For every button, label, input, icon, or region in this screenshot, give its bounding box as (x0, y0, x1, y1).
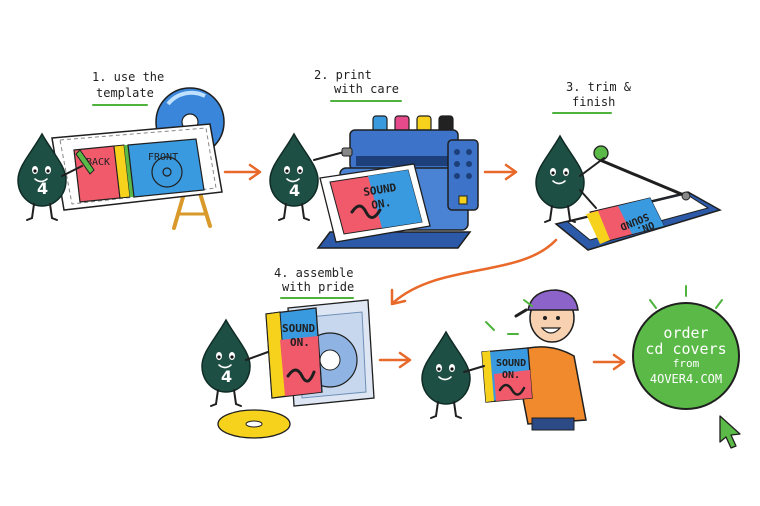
step-3-underline (552, 112, 612, 114)
step-4-label-line2: with pride (282, 280, 355, 294)
step-2-label-line2: with care (334, 82, 400, 96)
step-2-illustration: SOUND ON. 4 (269, 115, 479, 249)
mascot-digit: 4 (37, 179, 48, 198)
print-cover-title-1: SOUND (362, 181, 397, 199)
cta-line2: cd covers (645, 340, 727, 358)
mascot-digit: 4 (289, 181, 300, 200)
mascot-digit: 4 (221, 367, 232, 386)
template-front-text: FRONT (148, 152, 178, 163)
handoff-cover-title-2: ON. (502, 370, 520, 381)
arrow-right-icon (483, 163, 518, 181)
cta-line3: from (672, 357, 700, 370)
cta-url: 4OVER4.COM (649, 372, 723, 386)
step-3-label-line1: 3. trim & (566, 80, 632, 94)
step-4-underline (280, 297, 354, 299)
assemble-cover-title-2: ON. (290, 336, 310, 349)
step-3-label-line2: finish (572, 95, 616, 109)
order-cta-button[interactable]: order cd covers from 4OVER4.COM (632, 302, 740, 410)
arrow-right-icon (223, 163, 262, 181)
arrow-right-icon (378, 351, 412, 369)
template-back-text: BACK (86, 157, 110, 168)
cta-sparkles (649, 285, 723, 309)
mascot-drop-icon: 4 (17, 133, 67, 221)
step-4-label-line1: 4. assemble (274, 266, 354, 280)
step-1-label-line2: template (96, 86, 154, 100)
step-1-label-line1: 1. use the (92, 70, 165, 84)
step-5-illustration: SOUND ON. (421, 289, 587, 431)
step-3-illustration: SOUND ON. (535, 135, 722, 251)
cd-disc-icon (217, 409, 291, 439)
curved-arrow-icon (390, 238, 558, 306)
step-4-illustration: SOUND ON. 4 (201, 299, 375, 439)
person-icon (505, 289, 587, 431)
mascot-drop-icon: 4 (201, 319, 251, 407)
mascot-drop-icon (535, 135, 585, 223)
mascot-drop-icon: 4 (269, 133, 319, 221)
assemble-cover-title-1: SOUND (282, 322, 315, 335)
mascot-drop-icon (421, 331, 471, 419)
cta-line1: order (663, 324, 709, 342)
paper-trimmer-icon (554, 145, 722, 251)
step-2-underline (330, 100, 402, 102)
pencil-icon (75, 149, 95, 175)
step-2-label-line1: 2. print (314, 68, 372, 82)
print-cover-title-2: ON. (370, 196, 392, 212)
handoff-cover-title-1: SOUND (496, 358, 526, 369)
arrow-right-icon (592, 353, 626, 371)
step-1-underline (92, 104, 148, 106)
step-1-illustration: BACK FRONT 4 (17, 87, 225, 230)
